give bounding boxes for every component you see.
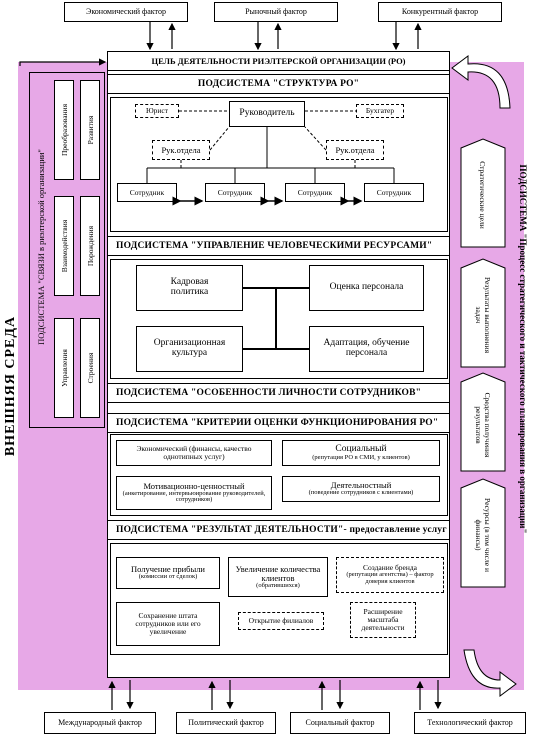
result-brand-note: (репутации агентства) – фактор доверия к… [346, 571, 434, 585]
result-profit-note: (комиссии от сделок) [138, 573, 198, 581]
result-brand-title: Создание бренда [362, 563, 417, 573]
criterion-motivational: Мотивационно-ценностный (анкетирование, … [116, 476, 272, 510]
structure-title: ПОДСИСТЕМА "СТРУКТУРА РО" [107, 74, 450, 94]
criterion-social: Социальный (репутация РО в СМИ, у клиент… [282, 440, 440, 466]
hr-personnel-policy: Кадровая политика [136, 265, 243, 311]
dept-head-right: Рук.отдела [326, 140, 384, 160]
result-scale: Расширение масштаба деятельности [350, 602, 416, 638]
planning-step-1 [460, 138, 506, 248]
employee-4: Сотрудник [364, 183, 424, 202]
factor-economic: Экономический фактор [64, 2, 188, 22]
result-staff: Сохранение штата сотрудников или его уве… [116, 602, 220, 646]
employee-3: Сотрудник [285, 183, 345, 202]
factor-social: Социальный фактор [290, 712, 390, 734]
results-title: ПОДСИСТЕМА "РЕЗУЛЬТАТ ДЕЯТЕЛЬНОСТИ" - пр… [107, 520, 450, 540]
lawyer-box: Юрист [135, 104, 179, 118]
result-branches: Открытие филиалов [238, 612, 324, 630]
hr-adaptation: Адаптация, обучение персонала [309, 326, 424, 372]
planning-step-4 [460, 478, 506, 588]
result-profit: Получение прибыли (комиссии от сделок) [116, 557, 220, 589]
personality-title: ПОДСИСТЕМА "ОСОБЕННОСТИ ЛИЧНОСТИ СОТРУДН… [107, 383, 450, 403]
criterion-motivational-note: (анкетирование, интервьюирование руковод… [122, 489, 266, 504]
factor-political: Политический фактор [176, 712, 276, 734]
criterion-social-note: (репутация РО в СМИ, у клиентов) [312, 453, 410, 461]
planning-step-3 [460, 372, 506, 472]
result-clients-note: (обратившихся) [256, 581, 300, 589]
result-brand: Создание бренда (репутации агентства) – … [336, 557, 444, 593]
employee-1: Сотрудник [117, 183, 177, 202]
criterion-activity-title: Деятельностный [330, 480, 392, 491]
link-development [80, 80, 100, 180]
hr-org-culture: Организационная культура [136, 326, 243, 372]
hr-title: ПОДСИСТЕМА "УПРАВЛЕНИЕ ЧЕЛОВЕЧЕСКИМИ РЕС… [107, 236, 450, 256]
criterion-activity-note: (поведение сотрудников с клиентами) [308, 489, 414, 497]
criteria-title: ПОДСИСТЕМА "КРИТЕРИИ ОЦЕНКИ ФУНКЦИОНИРОВ… [107, 413, 450, 433]
hr-assessment: Оценка персонала [309, 265, 424, 311]
result-clients: Увеличение количества клиентов (обративш… [228, 557, 328, 597]
planning-step-2 [460, 258, 506, 368]
link-management [54, 318, 74, 418]
link-transformation [54, 80, 74, 180]
factor-competitive: Конкурентный фактор [378, 2, 502, 22]
criterion-social-title: Социальный [335, 443, 387, 454]
result-profit-title: Получение прибыли [131, 564, 205, 575]
link-structure [80, 318, 100, 418]
results-title-suffix: - предоставление услуг [343, 525, 447, 535]
criterion-economic: Экономический (финансы, качество однотип… [116, 440, 272, 466]
criterion-motivational-title: Мотивационно-ценностный [143, 480, 245, 491]
employee-2: Сотрудник [205, 183, 265, 202]
goal-header: ЦЕЛЬ ДЕЯТЕЛЬНОСТИ РИЭЛТЕРСКОЙ ОРГАНИЗАЦИ… [107, 51, 450, 71]
factor-technological: Технологический фактор [414, 712, 526, 734]
link-interaction [54, 196, 74, 296]
result-clients-title: Увеличение количества клиентов [235, 563, 321, 583]
accountant-box: Бухгатер [356, 104, 404, 118]
dept-head-left: Рук.отдела [152, 140, 210, 160]
link-generation [80, 196, 100, 296]
factor-international: Международный фактор [44, 712, 156, 734]
factor-market: Рыночный фактор [214, 2, 338, 22]
criterion-activity: Деятельностный (поведение сотрудников с … [282, 476, 440, 502]
head-box: Руководитель [229, 101, 305, 127]
